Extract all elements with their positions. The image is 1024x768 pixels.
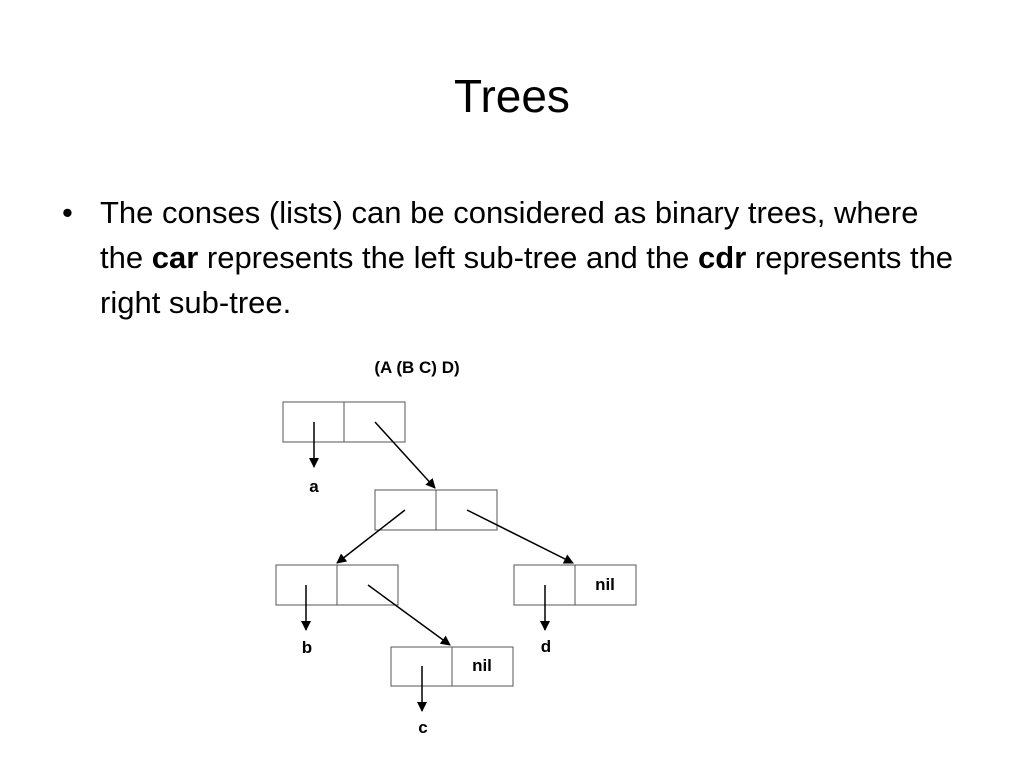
bullet-text-part-2: represents the left sub-tree and the — [198, 240, 699, 275]
nil-label-c: nil — [472, 656, 492, 675]
arrow-b-cdr — [367, 584, 451, 646]
bullet-text-part-1: The conses (lists) can be considered as … — [100, 195, 919, 275]
arrow-root-cdr — [374, 421, 436, 489]
cons-cell-c — [390, 646, 514, 687]
bullet-text: The conses (lists) can be considered as … — [100, 190, 960, 325]
leaf-b-label: b — [302, 638, 312, 657]
leaf-c-label: c — [418, 718, 427, 737]
nil-label-d: nil — [595, 575, 615, 594]
bullet-text-part-3: represents the right sub-tree. — [100, 240, 954, 320]
car-term: car — [151, 240, 199, 275]
diagram-caption: (A (B C) D) — [374, 358, 459, 377]
cons-cell-root — [282, 401, 406, 443]
arrow-second-cdr — [466, 509, 574, 564]
leaf-d-label: d — [541, 637, 551, 656]
bullet-marker: • — [62, 195, 73, 230]
arrow-second-car — [336, 509, 406, 564]
cons-cell-d — [513, 564, 637, 606]
cons-cell-b — [275, 564, 399, 606]
slide-title: Trees — [454, 70, 570, 122]
cdr-term: cdr — [698, 240, 747, 275]
leaf-a-label: a — [309, 477, 319, 496]
cons-cell-second — [374, 489, 498, 531]
